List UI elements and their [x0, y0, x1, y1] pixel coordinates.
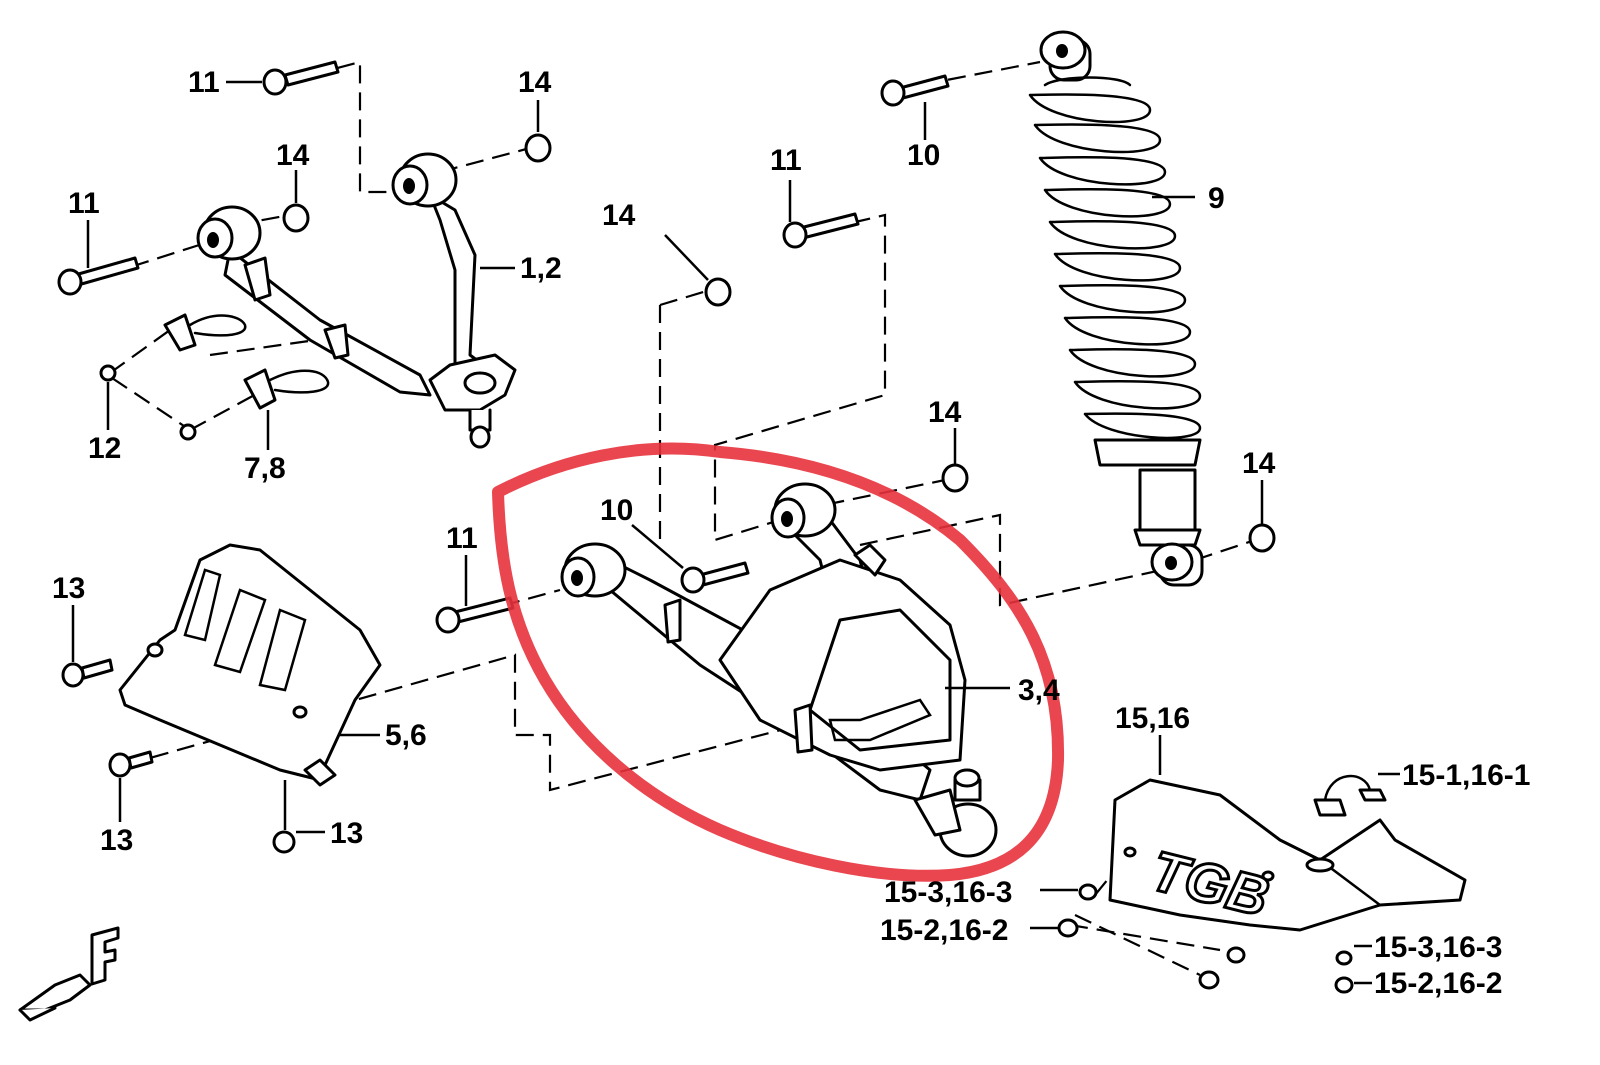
- label-11-left: 11: [68, 187, 100, 220]
- label-skid-plate: 15,16: [1115, 702, 1190, 735]
- skid-plate: [1108, 778, 1467, 932]
- label-11-top: 11: [188, 66, 220, 99]
- label-13-top: 13: [52, 572, 85, 605]
- label-brackets: 7,8: [244, 452, 286, 485]
- upper-control-arm: [196, 152, 517, 449]
- label-10-mid: 10: [600, 494, 633, 527]
- wire-brackets: [163, 313, 330, 410]
- label-12: 12: [88, 432, 121, 465]
- label-bolt-right: 15-2,16-2: [1374, 967, 1502, 1000]
- label-guard: 5,6: [385, 719, 427, 752]
- assembly-lines: [79, 60, 1256, 976]
- label-10-top: 10: [907, 139, 940, 172]
- label-bolt-left: 15-2,16-2: [880, 914, 1008, 947]
- skid-clamp: [1313, 774, 1387, 817]
- label-washer-left: 15-3,16-3: [884, 876, 1012, 909]
- shock-absorber: [1028, 30, 1204, 587]
- lower-control-arm: [560, 482, 998, 858]
- label-shock: 9: [1208, 182, 1225, 215]
- label-clamp: 15-1,16-1: [1402, 759, 1530, 792]
- label-upper-arm: 1,2: [520, 252, 562, 285]
- coil-spring: [1028, 76, 1202, 467]
- label-washer-right: 15-3,16-3: [1374, 931, 1502, 964]
- label-13-bottom: 13: [330, 817, 363, 850]
- label-14-center: 14: [602, 199, 636, 232]
- front-direction-arrow: F: [18, 926, 120, 1022]
- highlight-circle: [492, 442, 1065, 882]
- label-14-mid: 14: [928, 396, 962, 429]
- label-11-center: 11: [770, 144, 802, 177]
- label-14-left: 14: [276, 139, 310, 172]
- leader-lines: [71, 80, 1400, 985]
- label-14-right: 14: [1242, 447, 1276, 480]
- callout-labels: 11 14 14 11 1,2 14 11 10 9 12 7,8 14 14 …: [52, 66, 1530, 1000]
- label-lower-arm: 3,4: [1018, 674, 1060, 707]
- label-11-mid: 11: [446, 522, 478, 555]
- label-13-bottom-left: 13: [100, 824, 133, 857]
- front-guard: [118, 543, 382, 787]
- label-14-top: 14: [518, 66, 552, 99]
